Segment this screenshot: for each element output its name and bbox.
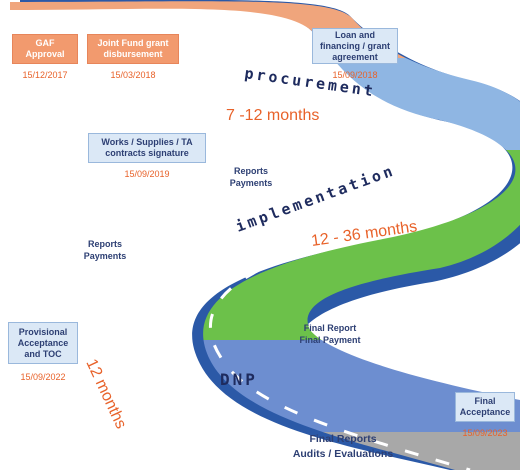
loan-agreement-box: Loan and financing / grant agreement	[312, 28, 398, 64]
final-acceptance-label: Final Acceptance	[459, 396, 511, 417]
band-final	[10, 432, 520, 470]
dnp-duration: 12 months	[82, 357, 129, 432]
provisional-acceptance-date: 15/09/2022	[20, 372, 66, 382]
payments-note-line: Payments	[229, 178, 273, 188]
final-acceptance-date: 15/09/2023	[462, 428, 508, 438]
final-report-line: Final Report	[303, 323, 357, 333]
contracts-signature-date: 15/09/2019	[124, 169, 170, 179]
joint-fund-label: Joint Fund grant disbursement	[97, 38, 169, 59]
loan-agreement-date: 15/09/2018	[332, 70, 378, 80]
procurement-duration: 7 -12 months	[226, 107, 319, 124]
provisional-acceptance-box: Provisional Acceptance and TOC	[8, 322, 78, 364]
provisional-acceptance-label: Provisional Acceptance and TOC	[17, 326, 69, 359]
dnp-label: DNP	[220, 370, 258, 389]
reports-payments-note-left: Reports Payments	[70, 238, 140, 262]
payments-note-line: Payments	[83, 251, 127, 261]
final-acceptance-box: Final Acceptance	[455, 392, 515, 422]
gaf-approval-date: 15/12/2017	[22, 70, 68, 80]
joint-fund-box: Joint Fund grant disbursement	[87, 34, 179, 64]
final-report-payment-note: Final Report Final Payment	[290, 322, 370, 346]
reports-payments-note-right: Reports Payments	[216, 165, 286, 189]
reports-note-line: Reports	[87, 239, 122, 249]
band-dnp	[10, 340, 520, 432]
final-reports-text: Final Reports Audits / Evaluations	[268, 432, 418, 462]
final-payment-line: Final Payment	[299, 335, 361, 345]
loan-agreement-label: Loan and financing / grant agreement	[319, 29, 390, 62]
gaf-approval-label: GAF Approval	[25, 38, 65, 59]
joint-fund-date: 15/03/2018	[110, 70, 156, 80]
band-initial	[10, 1, 520, 58]
contracts-signature-label: Works / Supplies / TA contracts signatur…	[101, 137, 193, 158]
road-centerline	[19, 11, 500, 470]
final-reports-line: Final Reports	[309, 433, 377, 445]
contracts-signature-box: Works / Supplies / TA contracts signatur…	[88, 133, 206, 163]
reports-note-line: Reports	[233, 166, 268, 176]
gaf-approval-box: GAF Approval	[12, 34, 78, 64]
audits-evaluations-line: Audits / Evaluations	[292, 448, 394, 460]
